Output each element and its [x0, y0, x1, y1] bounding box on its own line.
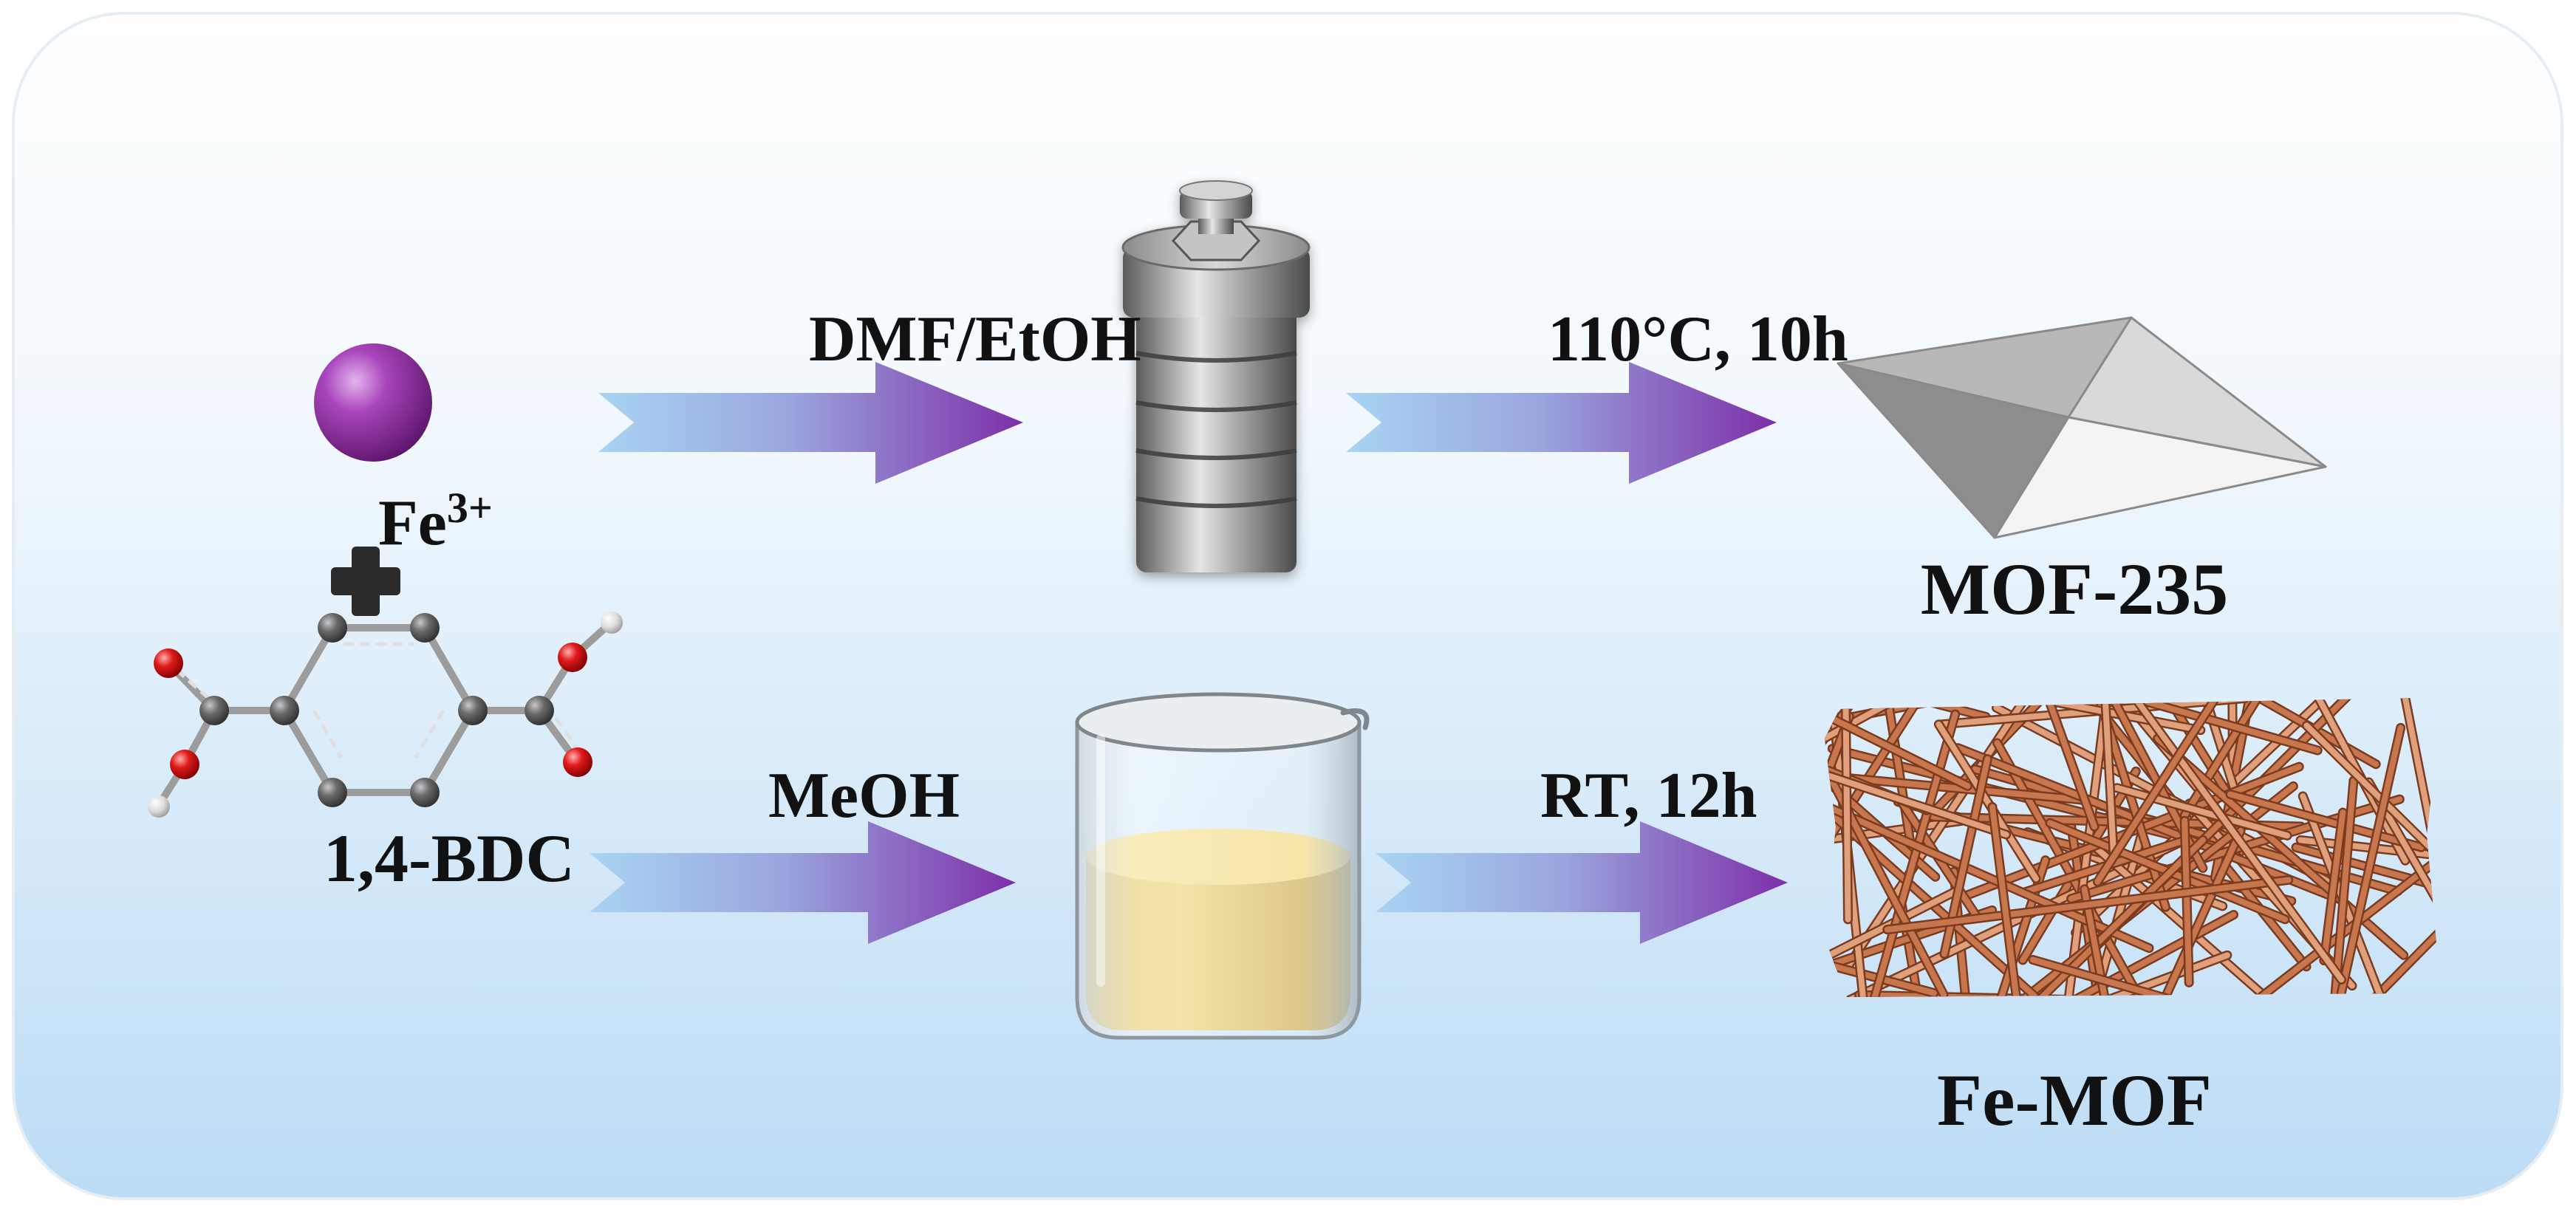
nanorod: [2278, 698, 2408, 864]
nanorod: [2325, 778, 2357, 997]
nanorod-network-icon: [1825, 698, 2438, 997]
nanorod: [2029, 956, 2269, 997]
nanorod: [1842, 698, 1851, 922]
nanorod: [2081, 886, 2117, 997]
nanorod: [2306, 725, 2404, 997]
nanorod: [1841, 698, 2204, 733]
condition-label-route-1: 110°C, 10h: [1548, 304, 1848, 375]
nanorod: [2286, 845, 2438, 997]
nanorod: [2085, 698, 2345, 983]
nanorod: [1884, 877, 2292, 933]
nanorod: [1989, 804, 2032, 997]
nanorod: [2114, 784, 2291, 839]
nanorod: [2365, 778, 2438, 991]
plus-icon: [331, 547, 400, 616]
product-label-route-1: MOF-235: [1920, 548, 2229, 630]
arrow-rt: [1376, 821, 1788, 944]
solvent-label-route-2: MeOH: [768, 760, 960, 832]
arrow-meoh: [590, 821, 1016, 944]
nanorod: [2320, 809, 2346, 964]
nanorod: [2099, 698, 2234, 801]
nanorod: [1825, 713, 1853, 862]
fe-ion-sphere-icon: [314, 343, 432, 462]
nanorod: [2043, 698, 2098, 830]
nanorod: [1834, 711, 1958, 997]
bdc-molecule-icon: [148, 612, 623, 818]
nanorod: [1936, 721, 2040, 882]
condition-label-route-2: RT, 12h: [1540, 760, 1757, 832]
nanorod: [2258, 777, 2438, 997]
arrow-dmf-etoh: [598, 362, 1023, 484]
nanorod: [1825, 767, 2092, 804]
beaker-icon: [1075, 692, 1370, 1040]
nanorod: [1899, 837, 2207, 997]
fe-ion-label: Fe3+: [378, 484, 493, 559]
nanorod: [2227, 791, 2425, 851]
nanorod: [1825, 749, 2009, 838]
solvent-label-route-1: DMF/EtOH: [809, 304, 1141, 375]
linker-label: 1,4-BDC: [324, 821, 575, 896]
nanorod: [1856, 992, 2107, 997]
nanorod: [1825, 698, 1971, 790]
autoclave-icon: [1121, 180, 1311, 572]
nanorod: [2182, 818, 2193, 986]
nanorod: [2098, 698, 2117, 855]
arrow-110c: [1346, 362, 1777, 484]
nanorod: [1825, 840, 2183, 997]
nanorod: [2393, 698, 2438, 937]
nanorod: [2183, 698, 2239, 798]
nanorod: [2094, 698, 2292, 885]
product-label-route-2: Fe-MOF: [1936, 1059, 2213, 1141]
octahedron-crystal-icon: [1837, 316, 2327, 539]
